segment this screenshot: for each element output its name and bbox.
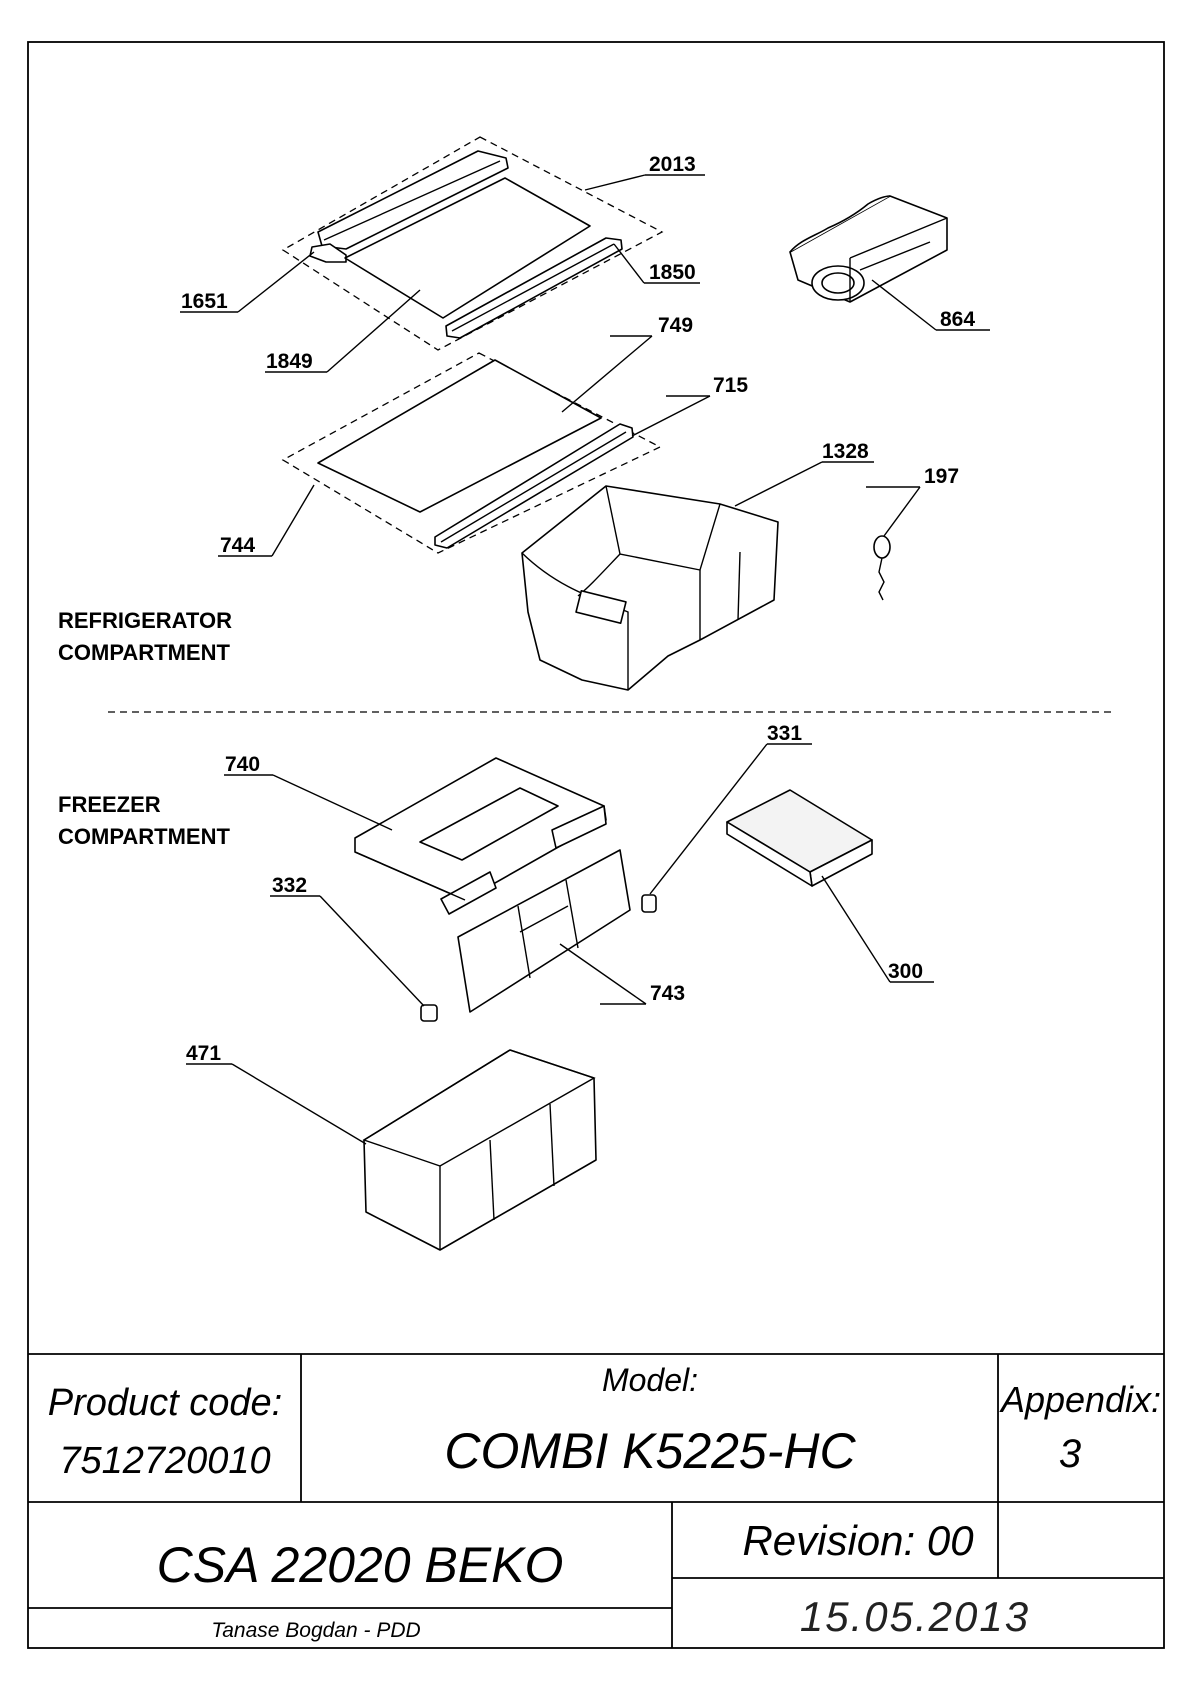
refrigerator-label-line1: REFRIGERATOR [58,608,232,633]
appendix-value: 3 [1059,1432,1081,1476]
clip-332 [420,1004,438,1022]
product-code-label: Product code: [48,1382,282,1424]
shelf-740-front-lip [440,871,497,915]
label-1651: 1651 [181,290,228,313]
ice-tray-300 [726,789,873,887]
drawing-frame [27,41,1165,1649]
label-749: 749 [658,314,693,337]
label-331: 331 [767,722,802,745]
label-332: 332 [272,874,307,897]
label-471: 471 [186,1042,221,1065]
shelf-assembly-744 [281,352,662,554]
egg-tray-rim [789,195,891,253]
part-number-labels: 2013 1850 1651 1849 864 749 715 744 1328… [181,153,975,1065]
crisper-handle [575,589,627,625]
freezer-label-line2: COMPARTMENT [58,824,230,849]
label-715: 715 [713,374,748,397]
label-743: 743 [650,982,685,1005]
product-code-value: 7512720010 [59,1440,270,1482]
label-197: 197 [924,465,959,488]
refrigerator-label-line2: COMPARTMENT [58,640,230,665]
label-2013: 2013 [649,153,696,176]
revision-date: 15.05.2013 [800,1593,1030,1640]
glass-shelf-749 [317,359,602,513]
crisper-outer [521,485,779,691]
label-1850: 1850 [649,261,696,284]
ice-tray-front [726,821,813,887]
leader-lines [180,174,990,1145]
flap-743-body [457,849,631,1013]
shelf-740-right-lip [551,805,607,849]
freezer-shelf-740 [354,757,607,915]
model-label: Model: [602,1362,698,1398]
label-744: 744 [220,534,255,557]
author: Tanase Bogdan - PDD [211,1619,420,1642]
shelf-assembly-2013 [281,136,664,351]
crisper-inner-back [605,485,721,571]
part-197 [873,535,891,601]
part-197-stem [878,557,885,601]
label-300: 300 [888,960,923,983]
label-864: 864 [940,308,975,331]
clip-331 [641,894,657,913]
part-197-head [873,535,891,559]
crisper-drawer-1328 [521,485,779,691]
shelf-740-window [419,787,559,861]
freezer-flap-743 [457,849,631,1013]
drawer-471-rim [362,1049,596,1167]
freezer-label-line1: FREEZER [58,792,161,817]
egg-cup-left-inner [821,272,855,294]
model-value: COMBI K5225-HC [444,1423,856,1479]
appendix-label: Appendix: [999,1379,1161,1420]
egg-tray-864 [789,195,948,303]
title-block: Product code: 7512720010 Model: COMBI K5… [28,1353,1164,1648]
label-740: 740 [225,753,260,776]
label-1328: 1328 [822,440,869,463]
label-1849: 1849 [266,350,313,373]
catalogue-code: CSA 22020 BEKO [157,1537,564,1593]
shelf-group-outline [281,136,664,351]
freezer-drawer-471 [362,1049,597,1251]
shelf-744-outline [281,352,662,554]
revision: Revision: 00 [742,1517,974,1564]
drawer-471-body [363,1049,597,1251]
